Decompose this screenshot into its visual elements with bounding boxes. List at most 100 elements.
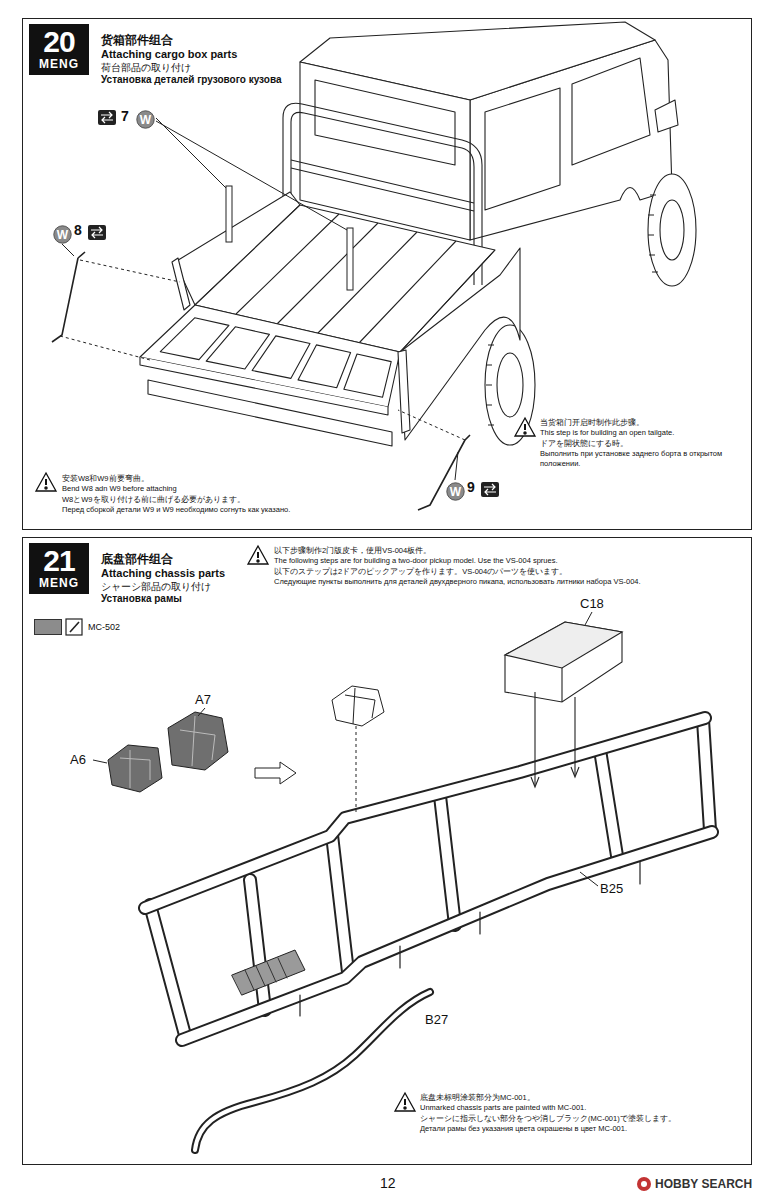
note-text: Детали рамы без указания цвета окрашены … (420, 1124, 740, 1133)
watermark: HOBBY SEARCH (655, 1177, 752, 1192)
note-text: The following steps are for building a t… (274, 556, 742, 565)
color-swatch (34, 619, 62, 635)
note-text: This step is for building an open tailga… (540, 428, 745, 437)
sprue-letter: W (140, 114, 151, 126)
step-number: 20 (35, 27, 83, 57)
part-leader (347, 228, 353, 290)
chassis-frame (145, 718, 705, 908)
warning-triangle (257, 552, 259, 558)
pickup-truck (648, 174, 696, 286)
pickup-truck (655, 100, 678, 132)
warning-triangle (404, 1099, 406, 1105)
note-text: Выполнить при установке заднего борта в … (540, 449, 745, 468)
part-leader (52, 118, 470, 510)
pickup-truck (252, 336, 310, 379)
fuel-tank (561, 668, 562, 702)
sprue-swap-icon (88, 225, 106, 240)
label-leader (585, 612, 592, 625)
sprue-swap-icon (484, 484, 496, 495)
part-leader (418, 435, 470, 510)
fuel-tank (505, 622, 622, 787)
label-leader (580, 872, 598, 886)
pickup-truck (485, 88, 560, 210)
circle-outline (447, 483, 464, 500)
pickup-truck (172, 258, 190, 310)
shop-logo (637, 1177, 651, 1191)
sprue-letter: W (450, 486, 461, 498)
differential-part (345, 688, 375, 724)
differential-part (332, 686, 384, 726)
pickup-truck (140, 22, 696, 446)
warning-triangle (395, 1093, 415, 1111)
callout-number: 9 (467, 479, 475, 497)
step-number-badge: 21MENG (29, 543, 89, 594)
part-leader (226, 186, 232, 242)
pickup-truck (660, 200, 684, 260)
shop-logo (641, 1181, 647, 1187)
part-leader (455, 452, 458, 480)
step-title: Установка деталей грузового кузова (101, 74, 281, 87)
note-text: 以下步骤制作2门版皮卡，使用VS-004板件。 (274, 546, 742, 555)
paint-code: MC-502 (88, 622, 120, 632)
circle-outline (54, 226, 71, 243)
pickup-truck (398, 350, 410, 433)
pickup-truck (486, 345, 494, 425)
sprue-swap-icon (91, 227, 103, 238)
warning-triangle (395, 1093, 415, 1111)
part-sprue-circle: W (53, 225, 72, 244)
warning-triangle (404, 1107, 406, 1109)
warning-triangle (36, 473, 56, 491)
brand-mark: MENG (35, 57, 83, 71)
sprue-swap-icon (88, 225, 106, 240)
label-leader (93, 760, 107, 763)
warning-triangle (248, 546, 268, 564)
pickup-truck (400, 248, 520, 440)
part-sprue-circle: W (446, 482, 465, 501)
part-label: B27 (425, 1012, 448, 1028)
label-leader (93, 612, 598, 886)
differential-part (180, 716, 215, 766)
part-leader (62, 244, 74, 256)
paint-brush-icon (70, 622, 79, 632)
differential-part (120, 750, 150, 788)
chassis-frame (182, 832, 712, 1040)
pickup-truck (400, 250, 495, 352)
warning-triangle (248, 546, 268, 564)
part-label: A7 (195, 692, 211, 708)
warning-triangle (36, 473, 56, 491)
note-text: 底盘未标明涂装部分为MC-001。 (420, 1093, 740, 1102)
part-label: B25 (600, 881, 623, 897)
pickup-truck (291, 160, 474, 211)
sprue-letter: W (57, 229, 68, 241)
sprue-swap-icon (98, 110, 116, 125)
note-text: シャーシに指示しない部分をつや消しブラック(MC-001)で塗装します。 (420, 1114, 740, 1123)
step-title: Attaching chassis parts (101, 567, 225, 581)
part-label: A6 (70, 752, 86, 768)
note-text: Перед сборкой детали W9 и W9 необходимо … (62, 505, 392, 514)
differential-part (168, 712, 228, 770)
warning-triangle (515, 418, 535, 436)
warning-triangle (45, 479, 47, 485)
paint-brush-icon (66, 619, 82, 635)
pickup-truck (572, 58, 650, 165)
pickup-truck (497, 353, 523, 417)
fuel-tank (535, 692, 575, 785)
note-text: ドアを開状態にする時。 (540, 439, 745, 448)
note-text: Unmarked chassis parts are painted with … (420, 1103, 740, 1112)
fuel-tank (505, 622, 622, 668)
note-text: 以下のステップは2ドアのピックアップを作ります。VS-004のパーツを使います。 (274, 567, 742, 576)
label-leader (198, 708, 205, 716)
chassis-frame (182, 832, 712, 1040)
part-leader (60, 260, 180, 360)
step-title: 底盘部件组合 (101, 552, 225, 567)
note-text: Следующие пункты выполнить для деталей д… (274, 577, 742, 586)
sprue-swap-icon (88, 110, 499, 497)
differential-part (356, 726, 357, 812)
step-panel: 底盘部件组合Attaching chassis partsシャーシ部品の取り付け… (22, 537, 752, 1165)
callout-number: 7 (121, 108, 129, 126)
note-text: 安装W8和W9前要弯曲。 (62, 474, 392, 483)
chassis-frame (195, 992, 430, 1150)
page-number: 12 (380, 1175, 396, 1193)
brand-mark: MENG (35, 576, 83, 590)
step-number: 21 (35, 546, 83, 576)
